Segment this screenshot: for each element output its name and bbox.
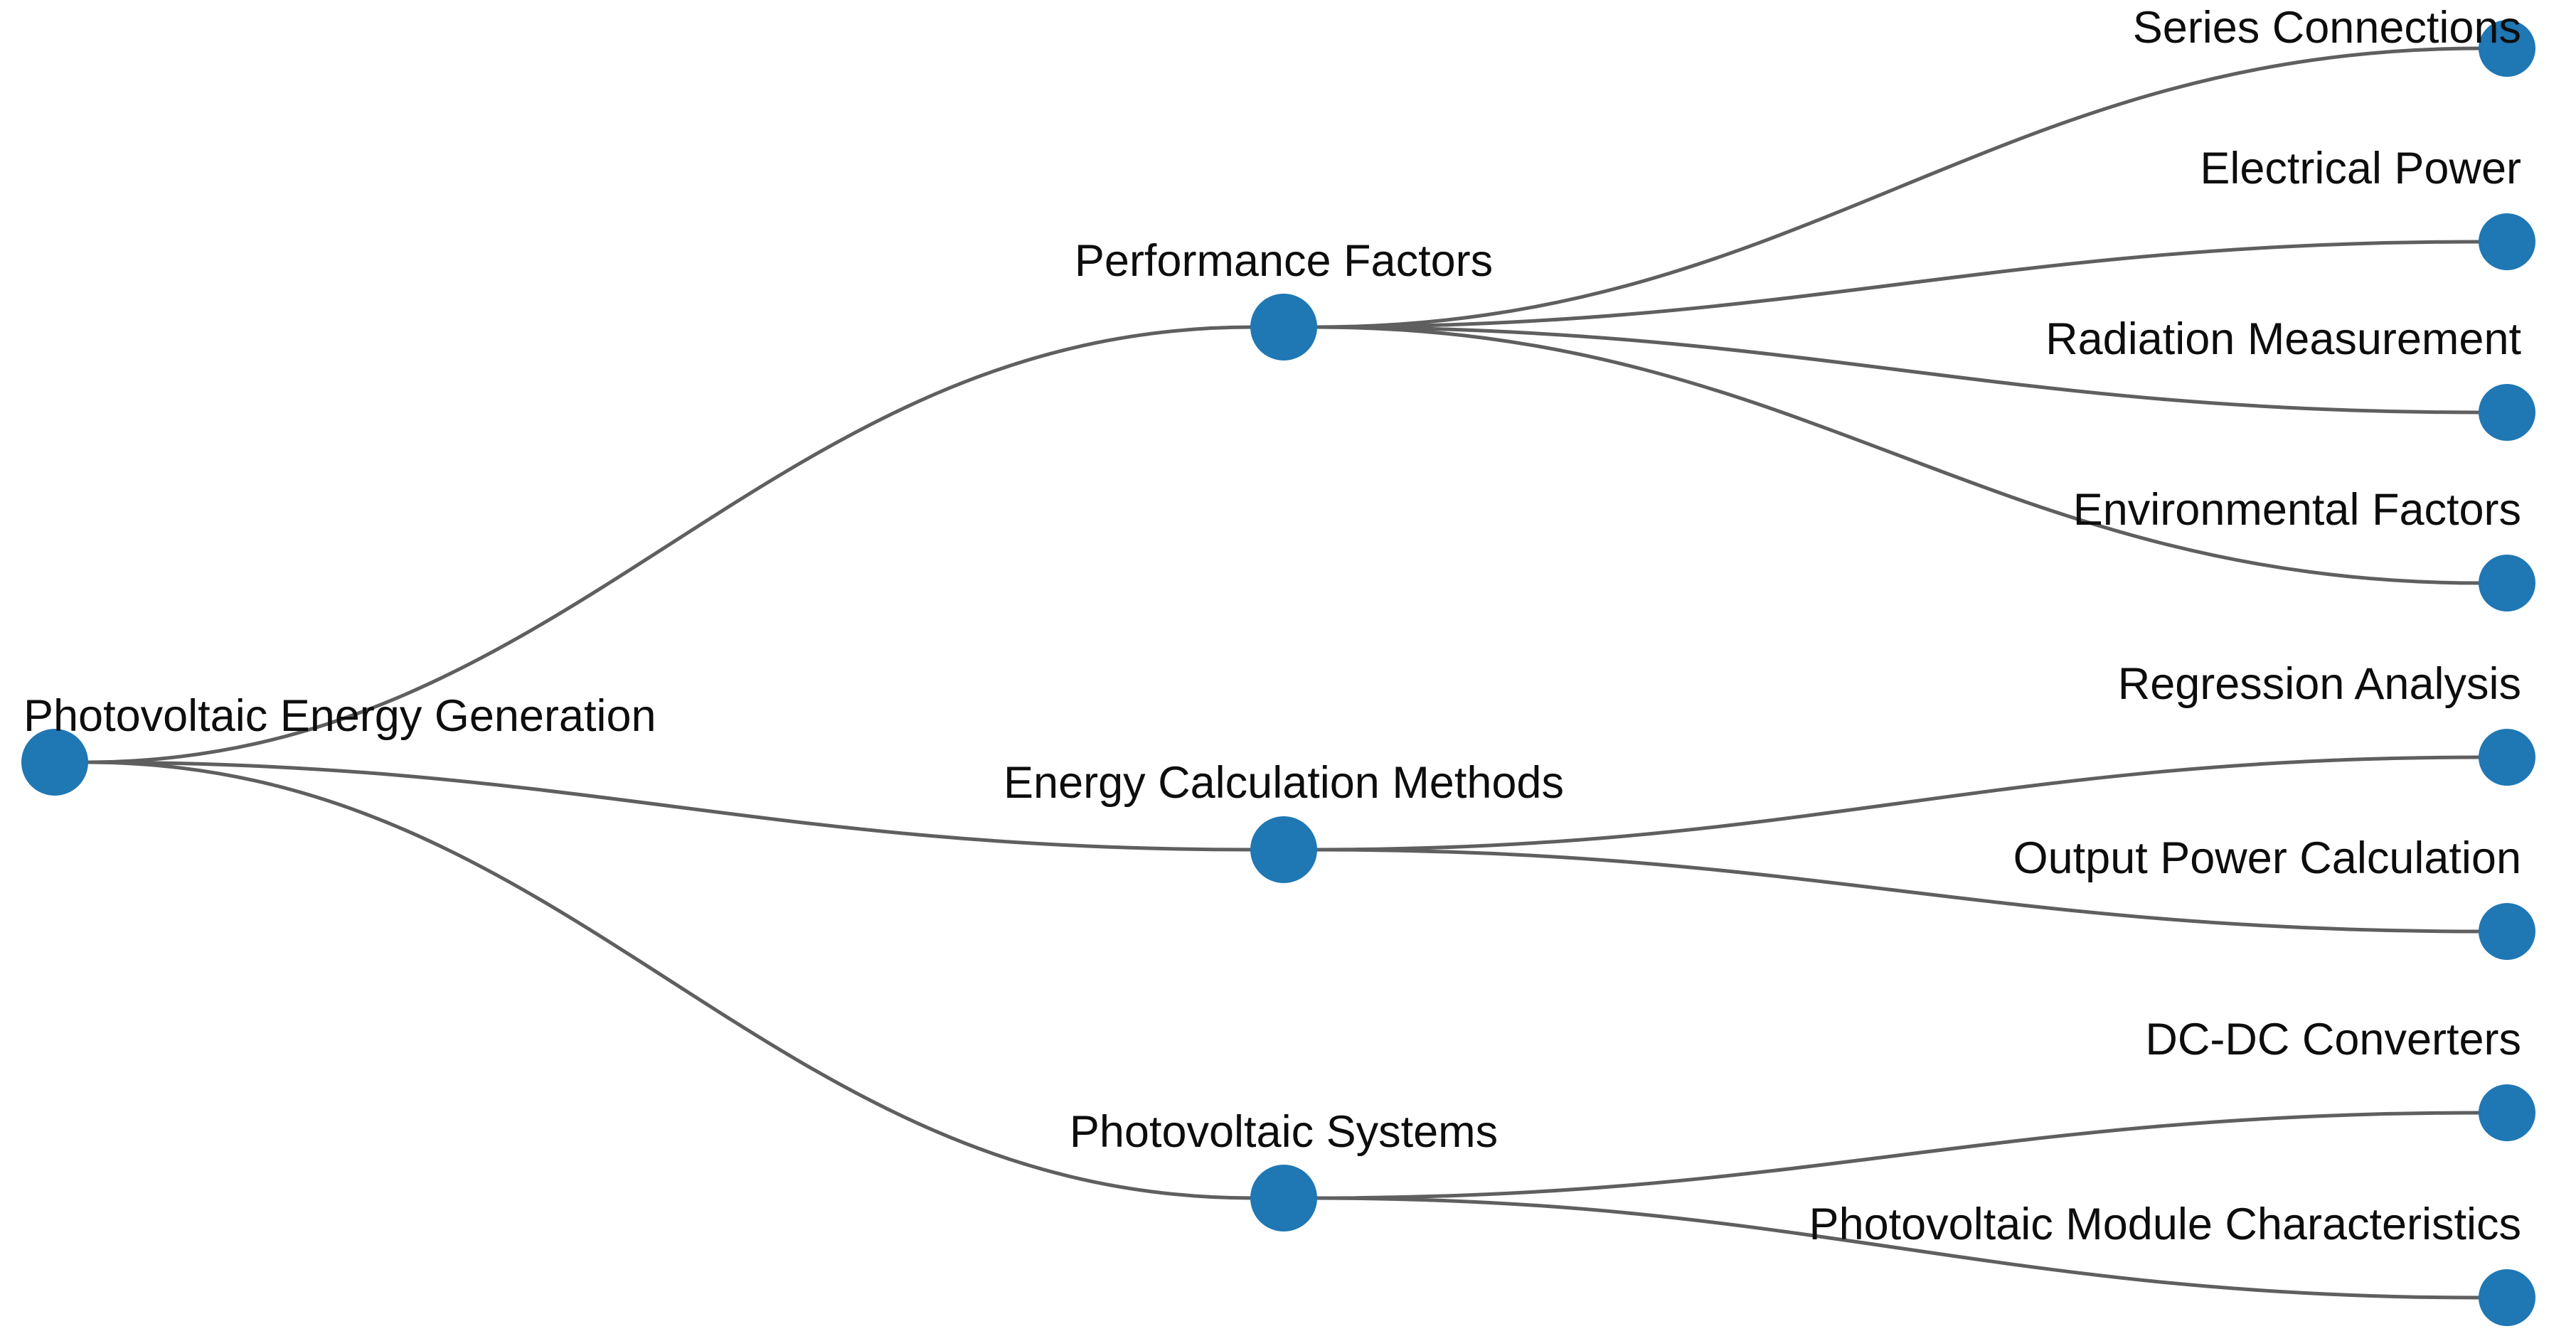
tree-node-label-environmental-factors: Environmental Factors xyxy=(2073,485,2521,535)
edges-layer xyxy=(83,46,2484,1300)
tree-edge xyxy=(1312,1111,2484,1200)
tree-edge xyxy=(83,760,1255,852)
nodes-layer xyxy=(21,20,2535,1326)
tree-node-photovoltaic-energy-generation[interactable] xyxy=(21,729,88,796)
tree-node-series-connections[interactable] xyxy=(2479,20,2535,77)
tree-node-label-photovoltaic-systems: Photovoltaic Systems xyxy=(1070,1107,1498,1157)
tree-node-photovoltaic-systems[interactable] xyxy=(1250,1165,1317,1232)
tree-node-label-dc-dc-converters: DC-DC Converters xyxy=(2145,1015,2521,1064)
tree-node-dc-dc-converters[interactable] xyxy=(2479,1084,2535,1141)
tree-node-label-energy-calculation-methods: Energy Calculation Methods xyxy=(1004,758,1564,808)
tree-node-label-output-power-calculation: Output Power Calculation xyxy=(2013,833,2521,883)
tree-node-environmental-factors[interactable] xyxy=(2479,555,2535,611)
tree-node-label-radiation-measurement: Radiation Measurement xyxy=(2045,314,2521,364)
tree-edge xyxy=(1312,325,2484,415)
tree-node-radiation-measurement[interactable] xyxy=(2479,384,2535,441)
tree-edge xyxy=(1312,848,2484,934)
tree-node-energy-calculation-methods[interactable] xyxy=(1250,816,1317,883)
tree-edge xyxy=(1312,46,2484,329)
tree-edge xyxy=(83,760,1255,1200)
tree-node-performance-factors[interactable] xyxy=(1250,294,1317,360)
labels-layer: Photovoltaic Energy Generation Performanc… xyxy=(23,3,2521,1249)
tree-node-label-photovoltaic-module-characteristics: Photovoltaic Module Characteristics xyxy=(1809,1200,2521,1249)
tree-edge xyxy=(1312,1196,2484,1300)
tree-edge xyxy=(1312,755,2484,852)
tree-node-regression-analysis[interactable] xyxy=(2479,729,2535,786)
tree-edge xyxy=(1312,240,2484,329)
tree-edge xyxy=(1312,325,2484,585)
tree-node-output-power-calculation[interactable] xyxy=(2479,903,2535,960)
tree-edge xyxy=(83,325,1255,764)
tree-node-photovoltaic-module-characteristics[interactable] xyxy=(2479,1269,2535,1326)
tree-node-label-series-connections: Series Connections xyxy=(2133,3,2521,53)
tree-node-electrical-power[interactable] xyxy=(2479,213,2535,270)
tree-node-label-photovoltaic-energy-generation: Photovoltaic Energy Generation xyxy=(23,691,656,741)
tree-node-label-regression-analysis: Regression Analysis xyxy=(2118,659,2521,709)
tree-node-label-electrical-power: Electrical Power xyxy=(2200,144,2521,193)
tree-node-label-performance-factors: Performance Factors xyxy=(1075,236,1493,286)
